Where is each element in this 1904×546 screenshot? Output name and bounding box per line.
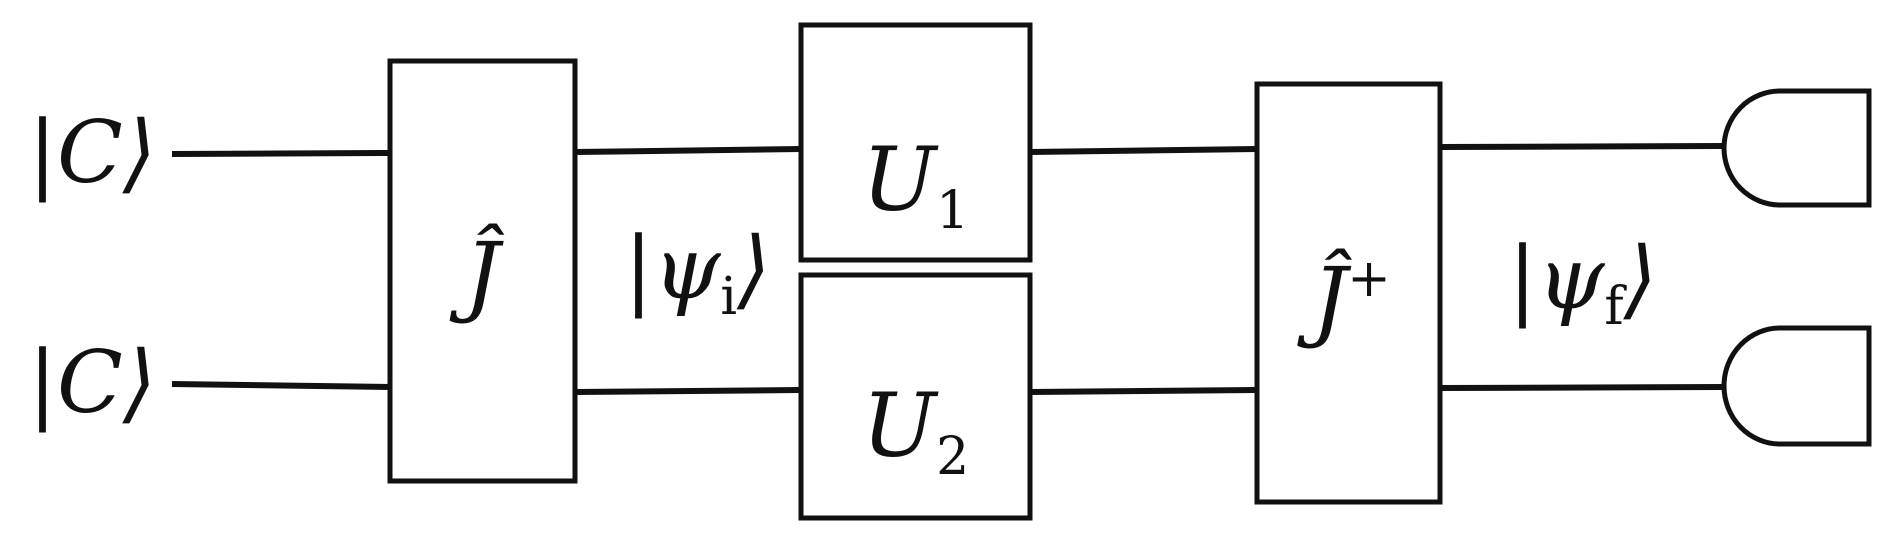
wire-top-u1-to-jdagger: [1029, 146, 1258, 155]
wire-top-output: [1439, 143, 1726, 150]
gate-u2-label: U2: [862, 374, 969, 487]
detector-bottom-icon: [1721, 325, 1872, 447]
input-ket-bottom: |C⟩: [28, 333, 156, 433]
wire-bottom-input: [171, 381, 391, 390]
state-final-subscript: f: [1604, 277, 1627, 337]
detector-top-icon: [1721, 88, 1872, 208]
state-initial-label: |ψi⟩: [624, 219, 771, 327]
state-initial-prefix: |ψ: [624, 219, 722, 319]
gate-u1-label: U1: [862, 128, 969, 241]
wire-bottom-output: [1439, 384, 1726, 391]
gate-u1: [798, 22, 1033, 263]
state-final-prefix: |ψ: [1508, 229, 1606, 329]
state-final-suffix: ⟩: [1623, 229, 1658, 329]
wire-top-j-to-u1: [574, 146, 802, 155]
gate-u2-symbol: U: [862, 374, 939, 477]
wire-bottom-j-to-u2: [574, 387, 802, 395]
wire-top-input: [171, 150, 391, 157]
wire-bottom-u2-to-jdagger: [1029, 387, 1258, 395]
gate-u1-symbol: U: [862, 128, 939, 231]
gate-j: [387, 58, 578, 484]
gate-u2: [798, 272, 1033, 521]
gate-u1-subscript: 1: [936, 181, 969, 241]
gate-j-dagger-superscript: +: [1347, 249, 1391, 309]
gate-u2-subscript: 2: [936, 427, 969, 487]
state-final-label: |ψf⟩: [1508, 229, 1657, 337]
state-initial-suffix: ⟩: [736, 219, 771, 319]
input-ket-top: |C⟩: [28, 103, 156, 203]
state-initial-subscript: i: [720, 267, 737, 327]
gate-j-dagger: [1254, 81, 1443, 505]
